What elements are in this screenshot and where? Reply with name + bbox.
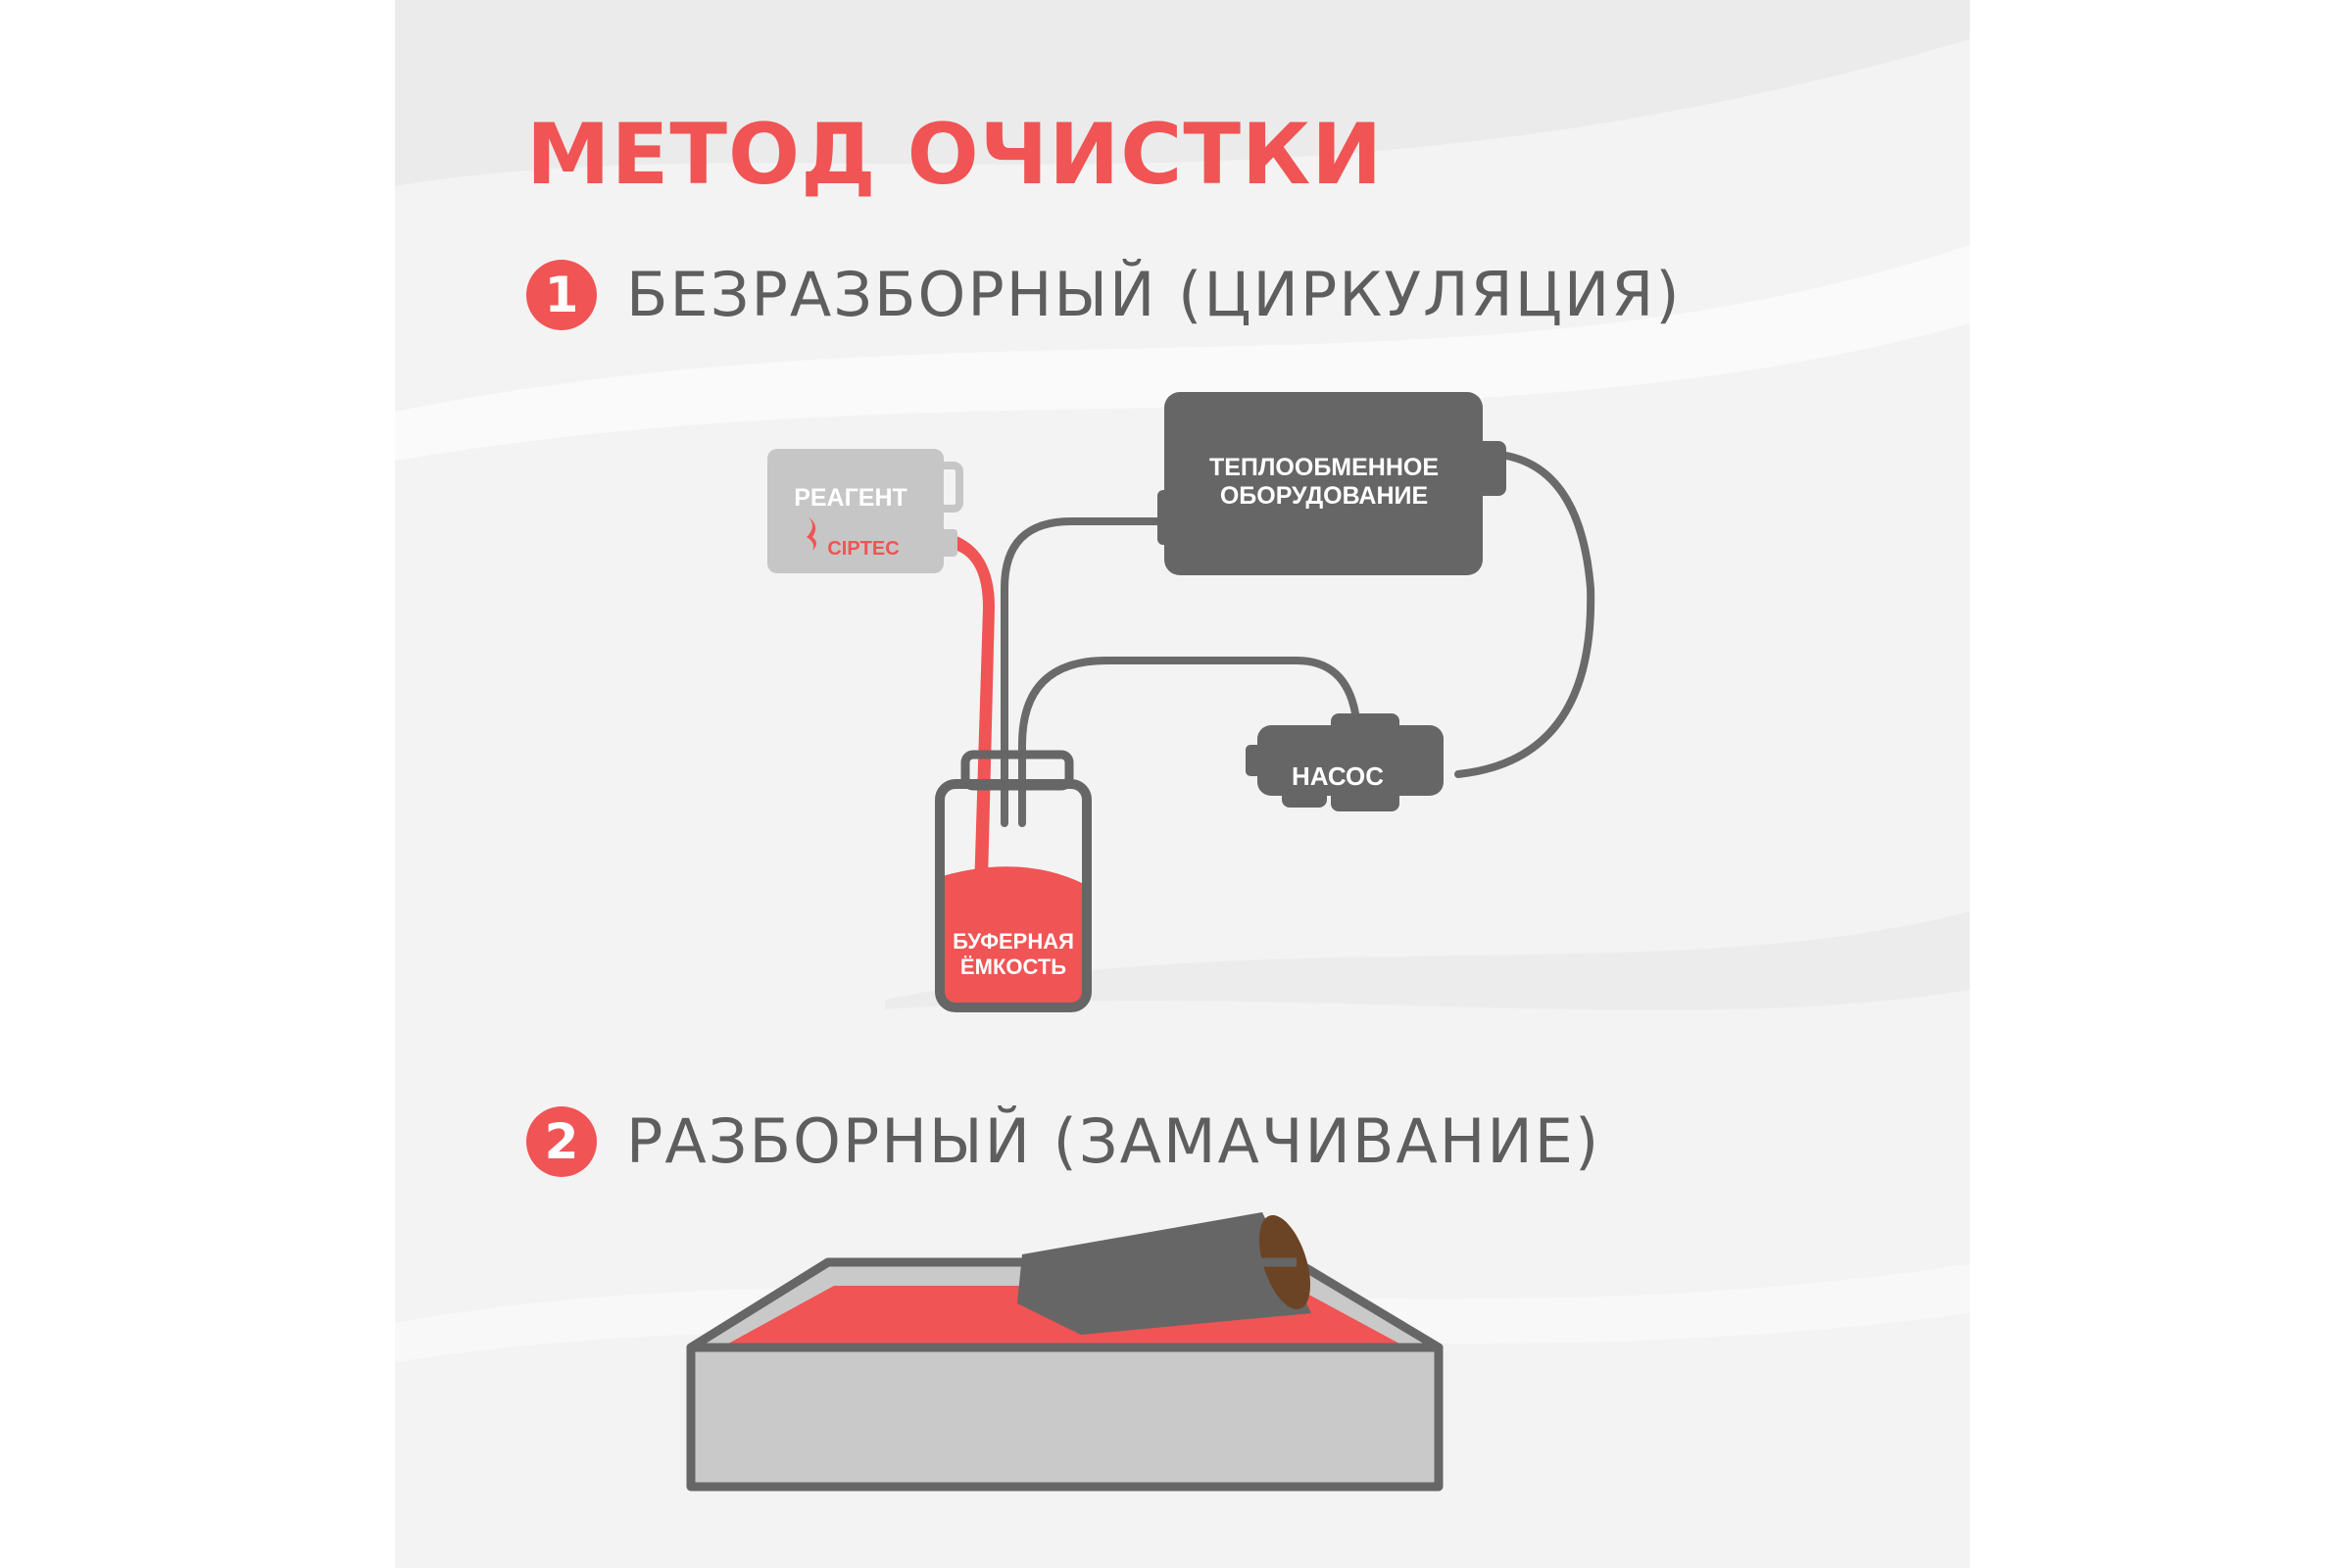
step-2-number-badge: 2 — [526, 1105, 597, 1177]
page-title: МЕТОД ОЧИСТКИ — [526, 106, 1384, 204]
step-1-label: БЕЗРАЗБОРНЫЙ (ЦИРКУЛЯЦИЯ) — [626, 259, 1682, 330]
buffer-tank-label-line2: ЁМКОСТЬ — [960, 955, 1066, 979]
heat-exchanger-label-line1: ТЕПЛООБМЕННОЕ — [1209, 454, 1439, 481]
step-2-heading: 2 РАЗБОРНЫЙ (ЗАМАЧИВАНИЕ) — [526, 1105, 1600, 1177]
step-1-heading: 1 БЕЗРАЗБОРНЫЙ (ЦИРКУЛЯЦИЯ) — [526, 259, 1682, 330]
reagent-label: РЕАГЕНТ — [794, 484, 907, 512]
heat-exchanger: ТЕПЛООБМЕННОЕ ОБОРУДОВАНИЕ — [1157, 392, 1506, 575]
infographic-card: РЕАГЕНТ CIPTEC ТЕПЛООБМЕННОЕ ОБОРУДОВАНИ… — [395, 0, 1970, 1568]
ciptec-logo-icon — [807, 517, 816, 551]
pump: НАСОС — [1246, 713, 1444, 811]
step-2-label: РАЗБОРНЫЙ (ЗАМАЧИВАНИЕ) — [626, 1105, 1601, 1177]
reagent-stream — [952, 534, 995, 921]
pump-label: НАСОС — [1292, 761, 1384, 791]
reagent-canister: РЕАГЕНТ CIPTEC — [767, 449, 963, 573]
soaking-part — [1017, 1212, 1311, 1335]
buffer-tank-label-line1: БУФЕРНАЯ — [953, 929, 1074, 954]
soaking-bath — [686, 1212, 1444, 1492]
diagram-canvas: РЕАГЕНТ CIPTEC ТЕПЛООБМЕННОЕ ОБОРУДОВАНИ… — [395, 0, 1970, 1492]
step-1-number-badge: 1 — [526, 259, 597, 330]
pipe-network — [1001, 452, 1595, 827]
pipe-tank-to-exchanger — [1001, 517, 1168, 827]
heat-exchanger-label-line2: ОБОРУДОВАНИЕ — [1220, 482, 1428, 510]
pipe-exchanger-to-pump — [1454, 452, 1595, 778]
pipe-tank-to-pump — [1018, 657, 1359, 827]
buffer-tank: БУФЕРНАЯ ЁМКОСТЬ — [935, 750, 1092, 1012]
reagent-brand: CIPTEC — [827, 538, 899, 560]
